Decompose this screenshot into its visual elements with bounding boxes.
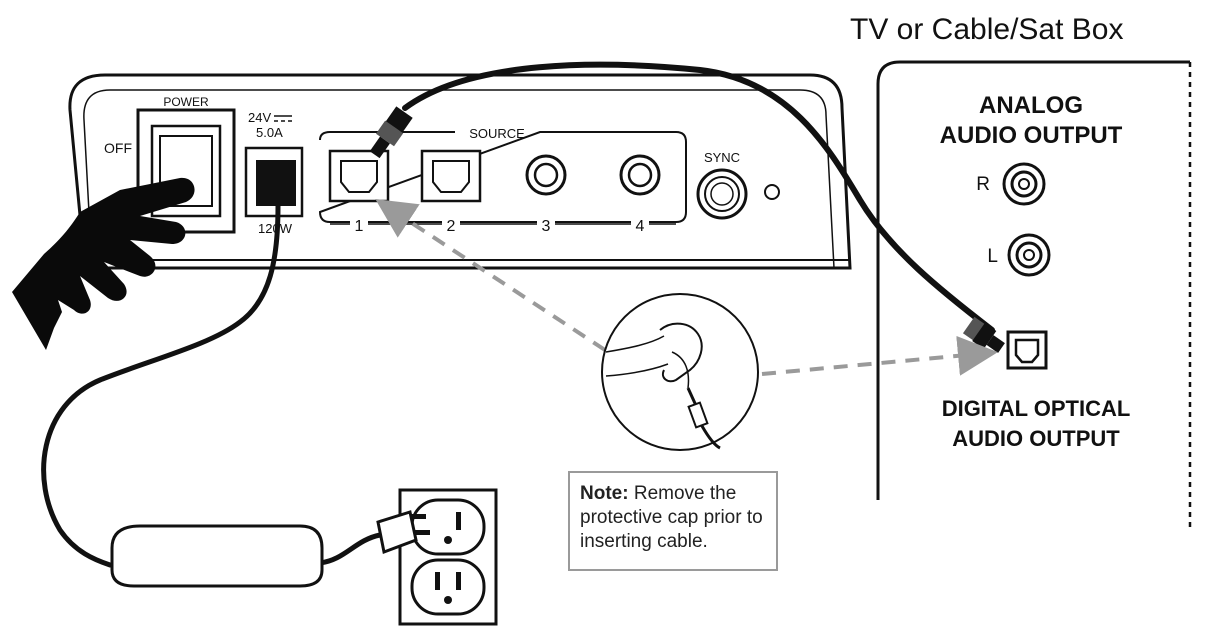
tv-box-panel bbox=[876, 60, 1192, 530]
power-label: POWER bbox=[163, 95, 209, 109]
optical-output-label-2: AUDIO OUTPUT bbox=[952, 426, 1120, 451]
analog-output-label-1: ANALOG bbox=[979, 92, 1083, 119]
port-number-4: 4 bbox=[636, 218, 645, 235]
source-port-4-rca[interactable] bbox=[619, 154, 661, 196]
analog-output-l-jack[interactable] bbox=[1007, 233, 1051, 277]
optical-output-label-1: DIGITAL OPTICAL bbox=[942, 396, 1131, 421]
tv-box-title: TV or Cable/Sat Box bbox=[850, 13, 1123, 46]
port-number-1: 1 bbox=[355, 218, 364, 235]
analog-output-r-jack[interactable] bbox=[1002, 162, 1046, 206]
power-cable bbox=[41, 160, 383, 568]
note-text: Remove the protective cap prior to inser… bbox=[580, 483, 763, 552]
off-label: OFF bbox=[104, 140, 132, 156]
voltage-label: 24V bbox=[248, 110, 271, 125]
source-port-3-rca[interactable] bbox=[525, 154, 567, 196]
source-port-2-optical[interactable] bbox=[420, 149, 482, 203]
analog-output-label-2: AUDIO OUTPUT bbox=[940, 122, 1123, 149]
l-label: L bbox=[987, 246, 998, 267]
source-port-group bbox=[318, 131, 687, 223]
source-port-1-optical[interactable] bbox=[328, 149, 390, 203]
power-switch[interactable] bbox=[136, 108, 236, 234]
power-supply-brick bbox=[110, 524, 324, 588]
sync-label: SYNC bbox=[704, 150, 740, 165]
source-label: SOURCE bbox=[469, 126, 525, 141]
status-led-icon bbox=[764, 184, 780, 200]
note-box: Note: Remove the protective cap prior to… bbox=[568, 471, 778, 571]
cap-removal-inset bbox=[601, 293, 759, 451]
port-number-label-bg bbox=[350, 215, 649, 233]
port-number-2: 2 bbox=[447, 218, 456, 235]
r-label: R bbox=[976, 174, 990, 195]
port-number-3: 3 bbox=[542, 218, 551, 235]
optical-output-port[interactable] bbox=[1006, 330, 1048, 370]
power-plug bbox=[376, 510, 430, 555]
note-bold-label: Note: bbox=[580, 483, 629, 504]
sync-button[interactable] bbox=[696, 168, 748, 220]
wall-outlet[interactable] bbox=[398, 488, 498, 626]
hand-pointer-icon bbox=[12, 177, 195, 350]
dc-symbol-icon bbox=[274, 115, 292, 122]
amperage-label: 5.0A bbox=[256, 125, 283, 140]
dashed-arrow-to-port-1 bbox=[375, 199, 607, 352]
dashed-arrow-to-optical-output bbox=[761, 335, 998, 376]
